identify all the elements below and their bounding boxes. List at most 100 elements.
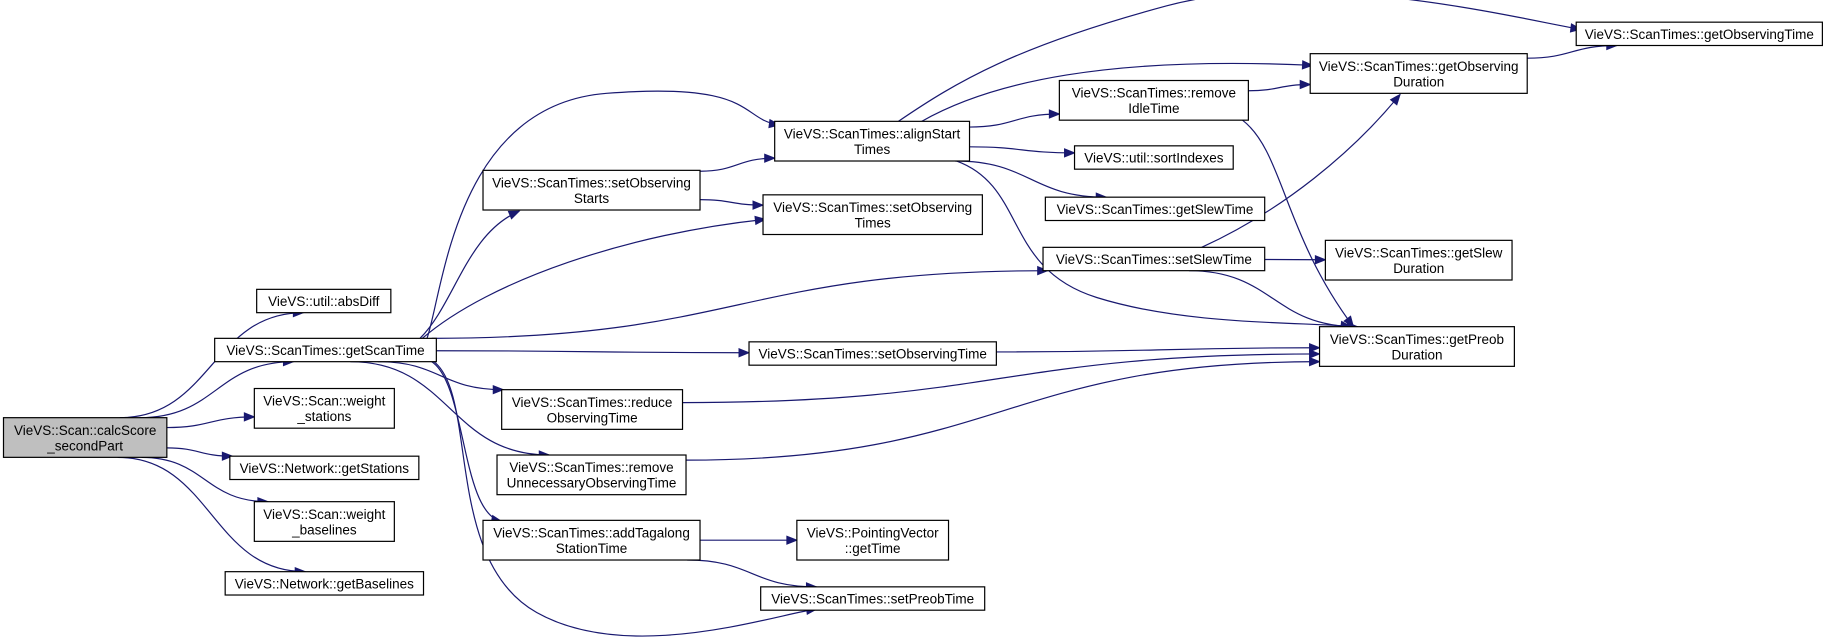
node-box (214, 337, 437, 363)
arrow-head-icon (492, 384, 505, 395)
edge-line (1201, 94, 1401, 248)
arrow-head-icon (1299, 79, 1312, 90)
edge-removeIdleTime-to-getObservingDuration (1248, 79, 1312, 92)
edge-getScanTime-to-setSlewTime (431, 265, 1050, 339)
edge-line (1242, 119, 1354, 328)
edge-line (166, 416, 255, 429)
node-getObservingTime[interactable]: VieVS::ScanTimes::getObservingTime (1575, 21, 1823, 47)
node-label-line: VieVS::Network::getBaselines (235, 576, 414, 591)
node-label-line: VieVS::ScanTimes::setObservingTime (759, 347, 987, 362)
node-label-line: VieVS::ScanTimes::remove (1072, 86, 1236, 101)
edge-calcScore-to-weightStations (166, 412, 256, 429)
node-label-line: VieVS::ScanTimes::getObserving (1319, 59, 1519, 74)
nodes-layer: VieVS::Scan::calcScore_secondPartVieVS::… (2, 21, 1823, 611)
edge-line (921, 62, 1313, 122)
node-box (1324, 239, 1513, 281)
node-box (796, 519, 950, 561)
arrow-head-icon (1309, 343, 1321, 353)
edge-line (139, 361, 294, 419)
node-setSlewTime[interactable]: VieVS::ScanTimes::setSlewTime (1042, 246, 1266, 272)
node-label-line: Duration (1393, 74, 1444, 89)
node-calcScore[interactable]: VieVS::Scan::calcScore_secondPart (2, 417, 168, 458)
node-box (224, 571, 425, 596)
arrow-head-icon (1314, 255, 1327, 265)
node-box (1575, 21, 1823, 47)
edge-setSlewTime-to-getSlewDuration (1264, 255, 1327, 265)
edge-getScanTime-to-reduceObservingTime (377, 361, 505, 395)
arrow-head-icon (754, 215, 767, 226)
edge-line (682, 353, 1320, 404)
node-getStations[interactable]: VieVS::Network::getStations (229, 455, 420, 481)
edge-alignStartTimes-to-getObservingDuration (921, 60, 1314, 122)
node-label-line: VieVS::ScanTimes::setObserving (773, 200, 972, 215)
node-absDiff[interactable]: VieVS::util::absDiff (256, 288, 392, 314)
node-label-line: VieVS::ScanTimes::getPreob (1330, 332, 1504, 347)
node-setPreobTime[interactable]: VieVS::ScanTimes::setPreobTime (760, 586, 986, 611)
edge-line (955, 160, 1107, 198)
node-label-line: Starts (574, 191, 610, 206)
edge-calcScore-to-getStations (166, 447, 234, 461)
arrow-head-icon (243, 412, 256, 422)
node-label-line: Times (854, 142, 890, 157)
arrow-head-icon (1309, 349, 1321, 359)
node-getSlewTime[interactable]: VieVS::ScanTimes::getSlewTime (1044, 196, 1266, 222)
edge-setObservingStarts-to-alignStartTimes (700, 153, 777, 172)
node-weightBaselines[interactable]: VieVS::Scan::weight_baselines (253, 501, 395, 542)
node-box (1042, 246, 1266, 272)
node-label-line: VieVS::ScanTimes::alignStart (784, 126, 961, 141)
node-label-line: ObservingTime (547, 410, 638, 425)
node-label-line: VieVS::ScanTimes::getObservingTime (1585, 27, 1814, 42)
edge-getScanTime-to-setObservingStarts (419, 210, 521, 339)
node-label-line: VieVS::ScanTimes::remove (509, 460, 673, 475)
node-removeUnnecessary[interactable]: VieVS::ScanTimes::removeUnnecessaryObser… (496, 454, 687, 496)
node-label-line: VieVS::ScanTimes::addTagalong (493, 525, 690, 540)
node-box (1044, 196, 1266, 222)
node-sortIndexes[interactable]: VieVS::util::sortIndexes (1073, 145, 1234, 170)
arrow-head-icon (221, 451, 234, 461)
edge-line (1527, 44, 1617, 59)
node-label-line: _secondPart (46, 438, 123, 453)
edge-line (956, 160, 1352, 328)
arrow-head-icon (1309, 356, 1321, 367)
edge-reduceObservingTime-to-getPreobDuration (682, 349, 1321, 404)
node-getScanTime[interactable]: VieVS::ScanTimes::getScanTime (214, 337, 437, 363)
node-box (1318, 326, 1515, 367)
node-label-line: VieVS::Scan::weight (263, 394, 385, 409)
node-label-line: VieVS::util::absDiff (268, 294, 380, 309)
node-setObservingTime[interactable]: VieVS::ScanTimes::setObservingTime (748, 341, 997, 366)
node-label-line: Duration (1391, 347, 1442, 362)
node-weightStations[interactable]: VieVS::Scan::weight_stations (253, 387, 395, 429)
edge-addTagalong-to-pointingGetTime (700, 535, 799, 545)
node-pointingGetTime[interactable]: VieVS::PointingVector::getTime (796, 519, 950, 561)
edge-getScanTime-to-alignStartTimes (426, 90, 781, 339)
edge-line (117, 456, 306, 573)
node-label-line: ::getTime (845, 541, 901, 556)
node-box (482, 519, 701, 561)
node-box (1073, 145, 1234, 170)
node-box (762, 194, 983, 236)
arrow-head-icon (738, 347, 751, 358)
node-box (496, 454, 687, 496)
node-label-line: VieVS::ScanTimes::getSlewTime (1057, 202, 1254, 217)
edge-line (431, 361, 502, 523)
node-box (482, 169, 701, 211)
arrow-head-icon (507, 210, 521, 220)
edge-line (969, 113, 1060, 128)
edge-line (433, 361, 817, 637)
edge-addTagalong-to-setPreobTime (687, 559, 818, 592)
edge-line (436, 350, 750, 354)
node-getBaselines[interactable]: VieVS::Network::getBaselines (224, 571, 425, 596)
edge-line (141, 456, 268, 503)
arrow-head-icon (786, 535, 799, 545)
edge-setObservingStarts-to-setObservingTimes (700, 199, 765, 210)
